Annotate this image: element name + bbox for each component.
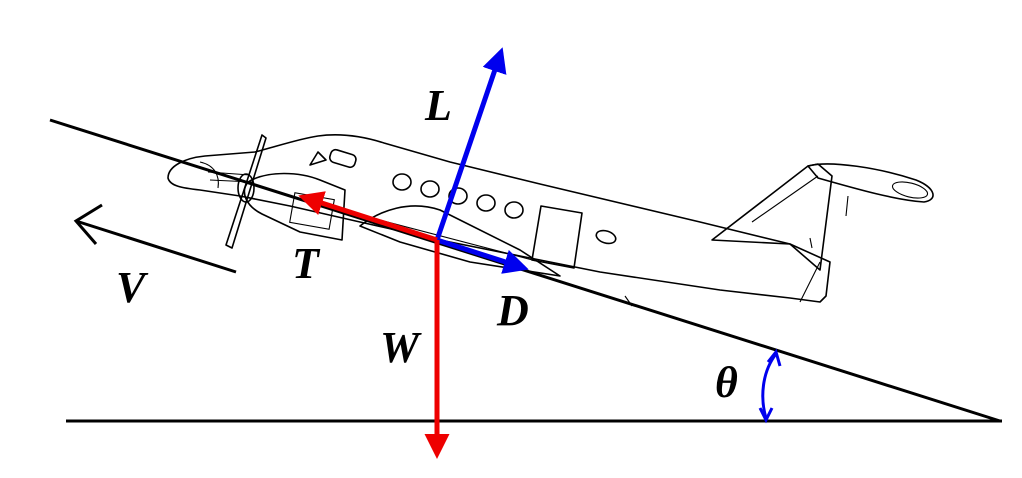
- label-drag: D: [496, 286, 529, 335]
- label-weight: W: [380, 323, 422, 372]
- label-lift: L: [424, 81, 452, 130]
- velocity-arrow: [73, 203, 237, 274]
- label-angle-theta: θ: [715, 358, 738, 407]
- thrust-vector: [298, 191, 438, 243]
- lift-vector: [434, 47, 507, 241]
- aircraft-icon: [167, 134, 934, 307]
- drag-vector: [436, 237, 529, 274]
- angle-theta-arc: [758, 348, 782, 424]
- label-velocity: V: [116, 263, 149, 312]
- label-thrust: T: [292, 239, 321, 288]
